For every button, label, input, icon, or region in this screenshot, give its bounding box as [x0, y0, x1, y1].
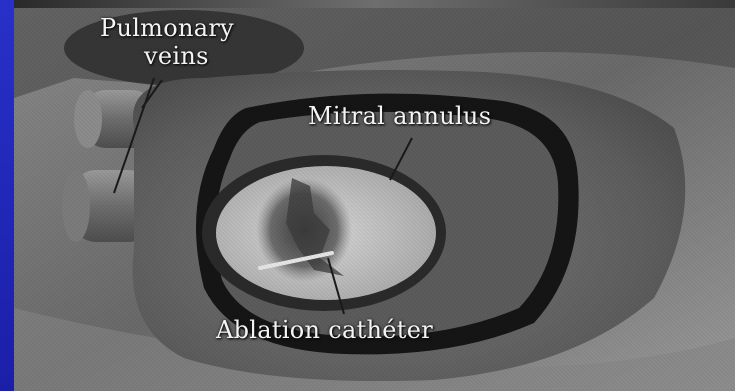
label-pulmonary-veins-line1: Pulmonary	[100, 14, 234, 42]
label-ablation-catheter: Ablation cathéter	[216, 316, 433, 344]
label-pulmonary-veins-line2: veins	[144, 42, 209, 70]
label-mitral-annulus: Mitral annulus	[308, 102, 491, 130]
left-blue-border	[0, 0, 14, 391]
top-dark-strip	[14, 0, 735, 8]
